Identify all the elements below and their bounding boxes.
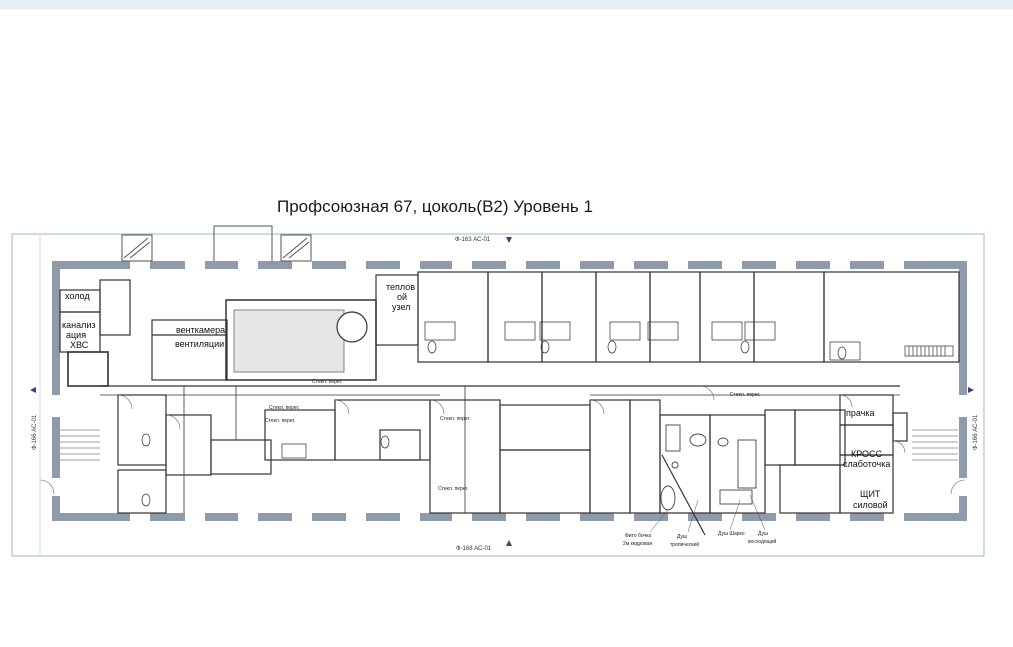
section-mark-bottom: Ф-168 АС-01 (456, 546, 492, 552)
section-markers (30, 237, 974, 546)
room-label-teplo-3: узел (392, 302, 410, 312)
pool-area (225, 299, 377, 381)
stairs-left (60, 429, 100, 461)
note-fixture-1b: 2м кедровая (623, 541, 652, 547)
note-steklo-5: Стекл. перег. (438, 486, 468, 492)
room-label-vent-2: вентиляции (175, 339, 224, 349)
note-steklo-2: Стекл. перег. (269, 405, 299, 411)
stairs-right (912, 429, 958, 461)
room-label-holod: холод (65, 291, 90, 301)
door-swings (39, 385, 966, 495)
note-steklo-6: Стекл. перег. (730, 392, 760, 398)
section-mark-left: Ф-166 АС-01 (32, 414, 38, 450)
note-fixture-2: Душ (677, 534, 687, 540)
room-label-shchit-1: ЩИТ (860, 489, 881, 499)
section-mark-top: Ф-163 АС-01 (455, 237, 491, 243)
section-frame (11, 233, 985, 557)
left-service-rooms (59, 279, 228, 387)
room-label-shchit-2: силовой (853, 500, 888, 510)
note-steklo-1: Стекл. перег. (312, 379, 342, 385)
top-projections (121, 225, 312, 262)
drawing-title: Профсоюзная 67, цоколь(В2) Уровень 1 (277, 197, 593, 216)
note-fixture-4: Душ (758, 531, 768, 537)
room-label-kross-1: КРОСС (851, 449, 883, 459)
note-steklo-4: Стекл. перег. (440, 416, 470, 422)
exterior-wall-right (959, 261, 967, 521)
window-notches-top (130, 261, 904, 269)
exterior-wall-left (52, 261, 60, 521)
room-label-kross-2: слаботочка (843, 459, 890, 469)
room-label-kanal-1: канализ (62, 320, 96, 330)
upper-cabin-fixtures (424, 321, 861, 361)
room-label-teplo-1: теплов (386, 282, 415, 292)
interior-partitions (100, 386, 900, 513)
room-label-kanal-2: ация (66, 330, 86, 340)
note-leaders (649, 494, 766, 533)
room-label-teplo-2: ой (397, 292, 407, 302)
lower-left-rooms (117, 394, 431, 514)
side-openings (52, 395, 967, 496)
top-bar (0, 0, 1013, 9)
spa-fixtures (660, 424, 757, 511)
note-fixture-3: Душ Шарко (718, 531, 745, 537)
room-label-prachka: прачка (846, 408, 875, 418)
note-steklo-3: Стекл. перег. (265, 418, 295, 424)
room-label-kanal-3: ХВС (70, 340, 89, 350)
note-fixture-4b: восходящий (748, 538, 777, 545)
note-fixture-2b: тропический (670, 541, 699, 548)
room-label-vent-1: венткамера (176, 325, 225, 335)
lower-left-fixtures (141, 433, 390, 507)
section-mark-right: Ф-166 АС-01 (973, 414, 979, 450)
window-notches-bottom (130, 513, 904, 521)
upper-cabins (417, 271, 960, 363)
note-fixture-1: Фито бочка (625, 533, 651, 539)
grille-top-right (904, 345, 954, 357)
